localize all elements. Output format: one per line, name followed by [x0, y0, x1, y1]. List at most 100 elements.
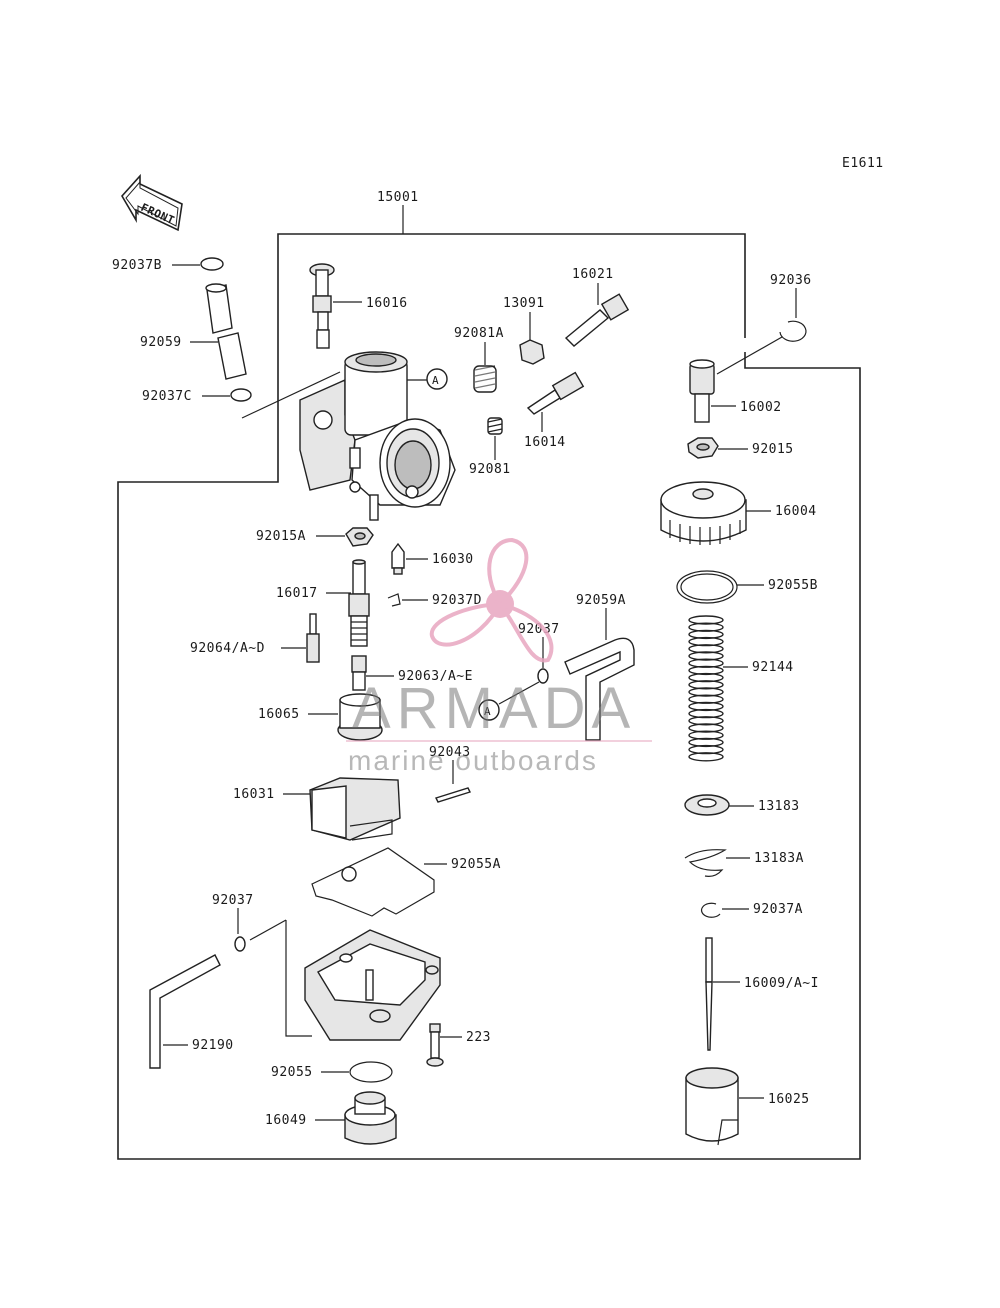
- part-92015-nut: 92015: [687, 437, 794, 459]
- spring-coil: [688, 737, 724, 748]
- assembly-frame: 15001: [117, 190, 861, 1160]
- spring-coil: [688, 694, 724, 704]
- part-92059A-tube: 92059A: [564, 593, 635, 741]
- svg-text:16002: 16002: [740, 400, 782, 415]
- part-92055-oring: 92055: [271, 1061, 393, 1083]
- propeller-logo-icon: [429, 537, 554, 663]
- svg-text:92190: 92190: [192, 1038, 234, 1053]
- svg-text:16025: 16025: [768, 1092, 810, 1107]
- svg-text:92081: 92081: [469, 462, 511, 477]
- part-92190-tube: 92190: [149, 954, 234, 1069]
- part-float-bowl: [304, 929, 441, 1041]
- part-92036-clip: 92036: [716, 273, 811, 375]
- spring-coil: [688, 651, 724, 661]
- part-16004-cap: 16004: [660, 481, 817, 545]
- svg-text:92037D: 92037D: [432, 593, 482, 608]
- part-16014-needle: 16014: [524, 371, 585, 450]
- part-92081-spring: 92081: [469, 417, 511, 477]
- svg-text:16014: 16014: [524, 435, 566, 450]
- spring-coil: [688, 701, 724, 712]
- spring-coil: [688, 716, 724, 726]
- part-13183-washer: 13183: [684, 794, 800, 816]
- part-16030-float-valve: 16030: [391, 542, 474, 575]
- part-223-screw: 223: [426, 1023, 491, 1067]
- spring-coil: [688, 644, 724, 654]
- part-16065-atomizer: 16065: [258, 693, 383, 741]
- part-92037-clip-lower: 92037: [212, 893, 312, 1037]
- svg-text:16004: 16004: [775, 504, 817, 519]
- svg-text:92015A: 92015A: [256, 529, 306, 544]
- watermark-brand: ARMADA: [352, 676, 636, 741]
- svg-text:13091: 13091: [503, 296, 545, 311]
- part-92037D-clip: 92037D: [387, 593, 482, 608]
- svg-text:16017: 16017: [276, 586, 318, 601]
- spring-coil: [688, 629, 724, 640]
- spring-coil: [688, 723, 724, 733]
- spring-coil: [688, 687, 724, 697]
- part-16002-adjuster: 16002: [689, 359, 782, 423]
- part-92064-pilot-jet: 92064/A~D: [190, 613, 320, 663]
- part-16021-screw: 16021: [564, 267, 630, 347]
- svg-text:223: 223: [466, 1030, 491, 1045]
- spring-coil: [688, 680, 724, 690]
- svg-text:16065: 16065: [258, 707, 300, 722]
- svg-text:92055A: 92055A: [451, 857, 501, 872]
- svg-text:16016: 16016: [366, 296, 408, 311]
- svg-text:92063/A~E: 92063/A~E: [398, 669, 473, 684]
- callout-15001: 15001: [377, 190, 419, 205]
- svg-text:92059: 92059: [140, 335, 182, 350]
- part-92063-main-jet: 92063/A~E: [351, 655, 473, 691]
- part-13091-nut: 13091: [503, 296, 545, 365]
- svg-text:92064/A~D: 92064/A~D: [190, 641, 265, 656]
- svg-text:92037: 92037: [212, 893, 254, 908]
- svg-text:16049: 16049: [265, 1113, 307, 1128]
- svg-text:13183: 13183: [758, 799, 800, 814]
- watermark: ARMADA marine outboards: [346, 537, 652, 776]
- spring-coil: [688, 636, 724, 647]
- part-92037A-clip: 92037A: [700, 902, 803, 918]
- svg-text:16009/A~I: 16009/A~I: [744, 976, 819, 991]
- part-16009-jet-needle: 16009/A~I: [705, 937, 819, 1051]
- part-16016: 16016: [309, 263, 408, 349]
- part-92037C: 92037C: [142, 371, 341, 419]
- part-92055A-gasket: 92055A: [311, 847, 501, 917]
- part-16049-plug: 16049: [265, 1091, 397, 1145]
- part-16031-float: 16031: [233, 777, 401, 841]
- part-16017-needle-jet: 16017: [276, 559, 370, 647]
- svg-text:92055: 92055: [271, 1065, 313, 1080]
- svg-text:92043: 92043: [429, 745, 471, 760]
- spring-coil: [688, 665, 724, 676]
- spring-coil: [688, 752, 724, 762]
- svg-text:16021: 16021: [572, 267, 614, 282]
- front-arrow-icon: FRONT: [121, 173, 183, 232]
- spring-coil: [688, 744, 724, 755]
- svg-text:16030: 16030: [432, 552, 474, 567]
- svg-text:92037C: 92037C: [142, 389, 192, 404]
- ref-marker-bottom: A: [484, 705, 491, 718]
- part-16025-throttle-valve: 16025: [685, 1067, 810, 1146]
- part-92144-spring: 92144: [688, 615, 794, 762]
- ref-marker-top: A: [432, 374, 439, 387]
- spring-coil: [688, 622, 724, 632]
- spring-coil: [688, 708, 724, 719]
- svg-text:92055B: 92055B: [768, 578, 818, 593]
- part-13183A-clip: 13183A: [684, 849, 804, 877]
- part-92059-tube: 92059: [140, 283, 247, 380]
- svg-text:92144: 92144: [752, 660, 794, 675]
- part-92037B: 92037B: [112, 257, 224, 273]
- svg-text:92081A: 92081A: [454, 326, 504, 341]
- spring-coil: [688, 672, 724, 683]
- diagram-code: E1611: [842, 156, 884, 171]
- carburetor-body: A: [299, 351, 456, 521]
- spring-coil: [688, 730, 724, 740]
- part-92081A-spring: 92081A: [454, 326, 504, 393]
- svg-text:13183A: 13183A: [754, 851, 804, 866]
- svg-text:92037A: 92037A: [753, 902, 803, 917]
- svg-text:92037B: 92037B: [112, 258, 162, 273]
- svg-text:16031: 16031: [233, 787, 275, 802]
- svg-text:92059A: 92059A: [576, 593, 626, 608]
- svg-text:92015: 92015: [752, 442, 794, 457]
- spring-coil: [688, 615, 724, 625]
- spring-coil: [688, 658, 724, 668]
